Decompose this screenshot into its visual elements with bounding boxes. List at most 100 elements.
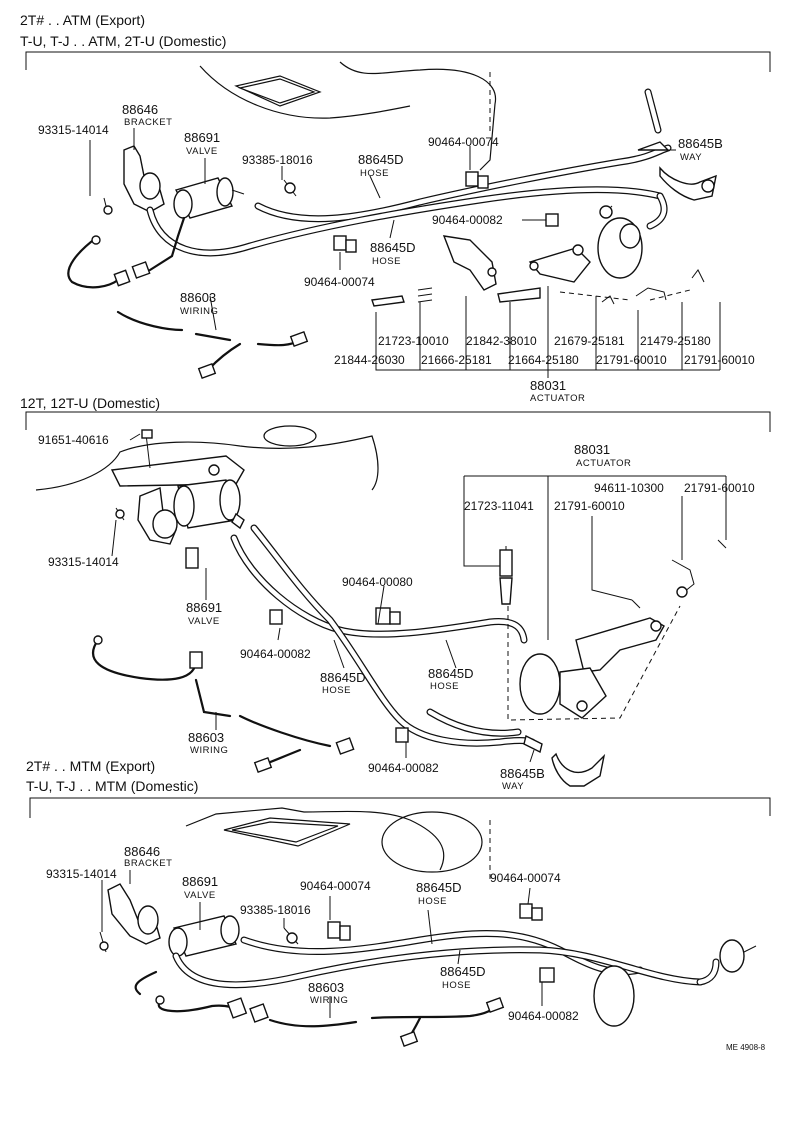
label-hose-b-2: HOSE bbox=[430, 681, 459, 692]
actuator-parts-bus-2 bbox=[463, 475, 727, 640]
label-21791-60010-a: 21791-60010 bbox=[596, 353, 667, 367]
actuator-bracket bbox=[442, 235, 497, 291]
label-88646-3: 88646 bbox=[124, 844, 160, 859]
label-21844-26030: 21844-26030 bbox=[334, 353, 405, 367]
spring-21723-2 bbox=[499, 549, 513, 577]
engine-plate bbox=[234, 75, 322, 107]
section-3-title-line2: T-U, T-J . . MTM (Domestic) bbox=[26, 778, 199, 794]
label-88603: 88603 bbox=[180, 290, 216, 305]
label-88031-2: 88031 bbox=[574, 442, 610, 457]
spring-21723 bbox=[417, 287, 433, 303]
wiring-88603-3 bbox=[134, 970, 244, 1014]
bolt-91651 bbox=[145, 433, 151, 469]
wiring-88603-b bbox=[116, 310, 184, 332]
engine-outline-2 bbox=[35, 435, 379, 491]
label-94611-10300: 94611-10300 bbox=[594, 481, 664, 495]
label-hose-a-2: HOSE bbox=[322, 685, 351, 696]
actuator-3 bbox=[593, 965, 635, 1027]
clip-90464-00074-a bbox=[465, 171, 479, 187]
actuator-diaphragm-2 bbox=[519, 653, 561, 715]
label-88645b: 88645B bbox=[678, 136, 723, 151]
label-actuator: ACTUATOR bbox=[530, 393, 585, 404]
clip-90464-00082-a bbox=[269, 609, 283, 625]
section-2-title: 12T, 12T-U (Domestic) bbox=[20, 395, 161, 411]
label-hose-a-3: HOSE bbox=[418, 896, 447, 907]
label-93315-14014-3: 93315-14014 bbox=[46, 867, 117, 881]
label-88645d-hose-b-2: 88645D bbox=[428, 666, 474, 681]
clip-90464-00074-a-3 bbox=[327, 921, 341, 939]
section-1-frame bbox=[25, 51, 771, 72]
label-21666-25181: 21666-25181 bbox=[421, 353, 492, 367]
label-wiring: WIRING bbox=[180, 306, 218, 317]
label-90464-00082-b-2: 90464-00082 bbox=[368, 761, 439, 775]
bolt-21842 bbox=[497, 287, 541, 303]
label-88645d-hose-a-2: 88645D bbox=[320, 670, 366, 685]
label-91651-40616: 91651-40616 bbox=[38, 433, 109, 447]
connector-2 bbox=[185, 547, 199, 569]
label-88645d-hose-a: 88645D bbox=[358, 152, 404, 167]
label-valve: VALVE bbox=[186, 146, 218, 157]
clip-90464-00082-b bbox=[395, 727, 409, 743]
clip-90464-00074-b-3 bbox=[519, 903, 533, 919]
section-2-frame bbox=[25, 411, 771, 432]
clip-21791-b bbox=[717, 539, 727, 549]
label-way: WAY bbox=[680, 152, 702, 163]
wiring-88603-2 bbox=[92, 638, 198, 681]
label-21791-60010-b-2: 21791-60010 bbox=[684, 481, 755, 495]
label-hose-b: HOSE bbox=[372, 256, 401, 267]
bracket-plate bbox=[110, 455, 245, 487]
label-way-2: WAY bbox=[502, 781, 524, 792]
screw-21844 bbox=[371, 295, 405, 307]
label-90464-00074-a: 90464-00074 bbox=[428, 135, 499, 149]
label-88645d-hose-b-3: 88645D bbox=[440, 964, 486, 979]
actuator-lever bbox=[528, 247, 591, 283]
label-90464-00082-3: 90464-00082 bbox=[508, 1009, 579, 1023]
label-hose-a: HOSE bbox=[360, 168, 389, 179]
section-1-title-line2: T-U, T-J . . ATM, 2T-U (Domestic) bbox=[20, 33, 227, 49]
label-88645d-hose-b: 88645D bbox=[370, 240, 416, 255]
engine-outline-3 bbox=[185, 807, 445, 871]
engine-outline bbox=[339, 61, 497, 171]
figure-code: ME 4908-8 bbox=[726, 1043, 766, 1052]
label-90464-00082-a-2: 90464-00082 bbox=[240, 647, 311, 661]
section-3-frame bbox=[29, 797, 771, 818]
label-93315-14014: 93315-14014 bbox=[38, 123, 109, 137]
label-88646: 88646 bbox=[122, 102, 158, 117]
label-88645b-2: 88645B bbox=[500, 766, 545, 781]
label-88603-2: 88603 bbox=[188, 730, 224, 745]
label-93385-18016-3: 93385-18016 bbox=[240, 903, 311, 917]
label-93385-18016: 93385-18016 bbox=[242, 153, 313, 167]
label-21723-11041: 21723-11041 bbox=[464, 499, 534, 513]
label-bracket: BRACKET bbox=[124, 117, 172, 128]
rod-94611 bbox=[671, 559, 695, 593]
label-88031: 88031 bbox=[530, 378, 566, 393]
label-93315-14014-2: 93315-14014 bbox=[48, 555, 119, 569]
clip-90464-00082-3 bbox=[539, 967, 555, 983]
label-88691-2: 88691 bbox=[186, 600, 222, 615]
label-valve-3: VALVE bbox=[184, 890, 216, 901]
label-actuator-2: ACTUATOR bbox=[576, 458, 631, 469]
label-hose-b-3: HOSE bbox=[442, 980, 471, 991]
label-21791-60010-b: 21791-60010 bbox=[684, 353, 755, 367]
clip-90464-00074-b bbox=[333, 235, 347, 251]
label-90464-00082: 90464-00082 bbox=[432, 213, 503, 227]
clip-90464-00082 bbox=[545, 213, 559, 227]
label-21479-25180: 21479-25180 bbox=[640, 334, 711, 348]
actuator-parts-bus bbox=[375, 286, 721, 371]
label-wiring-3: WIRING bbox=[310, 995, 348, 1006]
label-valve-2: VALVE bbox=[188, 616, 220, 627]
three-way-88645b-2 bbox=[523, 734, 543, 754]
section-1-diagram bbox=[25, 51, 771, 379]
filter bbox=[719, 939, 745, 973]
section-3-title-line1: 2T# . . MTM (Export) bbox=[26, 758, 156, 774]
label-bracket-3: BRACKET bbox=[124, 858, 172, 869]
label-21842-38010: 21842-38010 bbox=[466, 334, 537, 348]
label-21679-25181: 21679-25181 bbox=[554, 334, 625, 348]
wiring-88603-a bbox=[67, 236, 120, 289]
three-way-88645b bbox=[637, 141, 670, 151]
section-2-diagram bbox=[25, 411, 771, 787]
label-90464-00074-a-3: 90464-00074 bbox=[300, 879, 371, 893]
clip-21791-a bbox=[631, 599, 641, 609]
label-90464-00080: 90464-00080 bbox=[342, 575, 413, 589]
